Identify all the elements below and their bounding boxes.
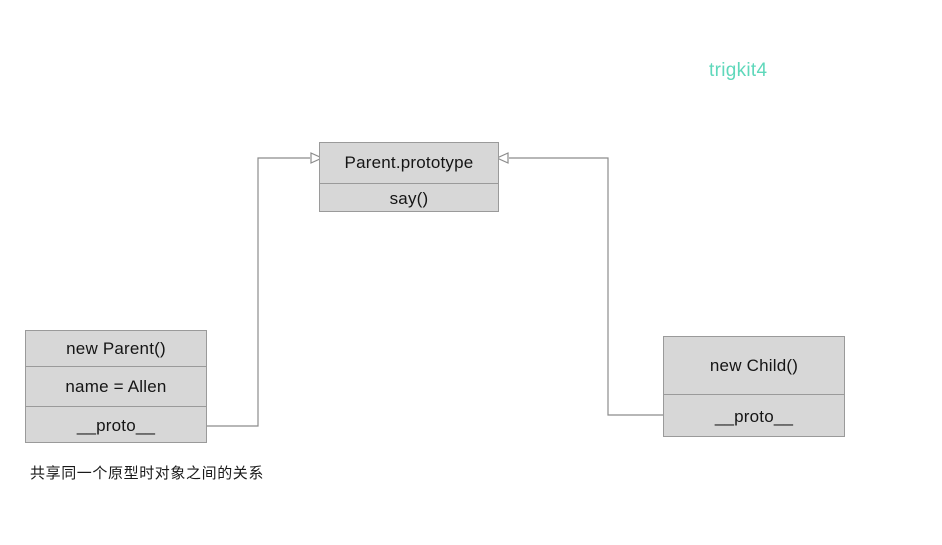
box-parent-prototype[interactable]: Parent.prototype say() xyxy=(319,142,499,212)
box-new-parent-row-proto: __proto__ xyxy=(26,406,206,444)
box-parent-prototype-row-title: Parent.prototype xyxy=(344,153,474,172)
box-new-child-row-proto: __proto__ xyxy=(664,394,844,438)
box-new-parent-row-name: name = Allen xyxy=(26,366,206,406)
watermark-label: trigkit4 xyxy=(709,60,768,81)
diagram-caption: 共享同一个原型时对象之间的关系 xyxy=(30,465,265,482)
box-parent-prototype-row-method: say() xyxy=(320,183,498,213)
box-new-parent-row-title: new Parent() xyxy=(66,338,166,358)
box-new-parent[interactable]: new Parent() name = Allen __proto__ xyxy=(25,330,207,443)
box-new-child-row-title: new Child() xyxy=(709,355,799,375)
connector-parent-to-prototype xyxy=(207,152,324,427)
connector-child-to-prototype xyxy=(495,152,663,416)
box-new-child[interactable]: new Child() __proto__ xyxy=(663,336,845,437)
